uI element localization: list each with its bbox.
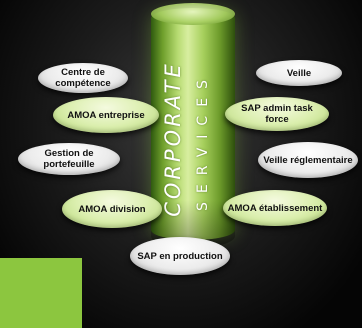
node-sap-admin-label: SAP admin task force <box>241 103 313 125</box>
node-amoa-entreprise-label: AMOA entreprise <box>67 109 145 121</box>
node-gestion-portefeuille-label: Gestion de portefeuille <box>43 148 95 170</box>
node-gestion-portefeuille: Gestion de portefeuille <box>18 143 120 175</box>
node-amoa-division: AMOA division <box>62 190 162 228</box>
node-amoa-division-label: AMOA division <box>78 203 146 215</box>
node-sap-production-label: SAP en production <box>137 250 223 262</box>
node-sap-admin: SAP admin task force <box>225 97 329 131</box>
node-sap-production: SAP en production <box>130 237 230 275</box>
node-amoa-entreprise: AMOA entreprise <box>53 97 159 133</box>
node-centre-competence: Centre de compétence <box>38 63 128 93</box>
node-veille-label: Veille <box>286 67 312 79</box>
center-title: CORPORATE <box>161 61 185 217</box>
node-amoa-etablissement-label: AMOA établissement <box>227 202 323 214</box>
node-centre-competence-label: Centre de compétence <box>55 67 111 89</box>
node-veille-reglementaire-label: Veille réglementaire <box>263 154 353 166</box>
green-accent-block <box>0 258 82 328</box>
center-subtitle: SERVICES <box>195 71 211 211</box>
node-veille-reglementaire: Veille réglementaire <box>258 142 358 178</box>
node-veille: Veille <box>256 60 342 86</box>
cylinder-top-cap <box>151 3 235 25</box>
node-amoa-etablissement: AMOA établissement <box>223 190 327 226</box>
central-cylinder <box>151 8 235 240</box>
